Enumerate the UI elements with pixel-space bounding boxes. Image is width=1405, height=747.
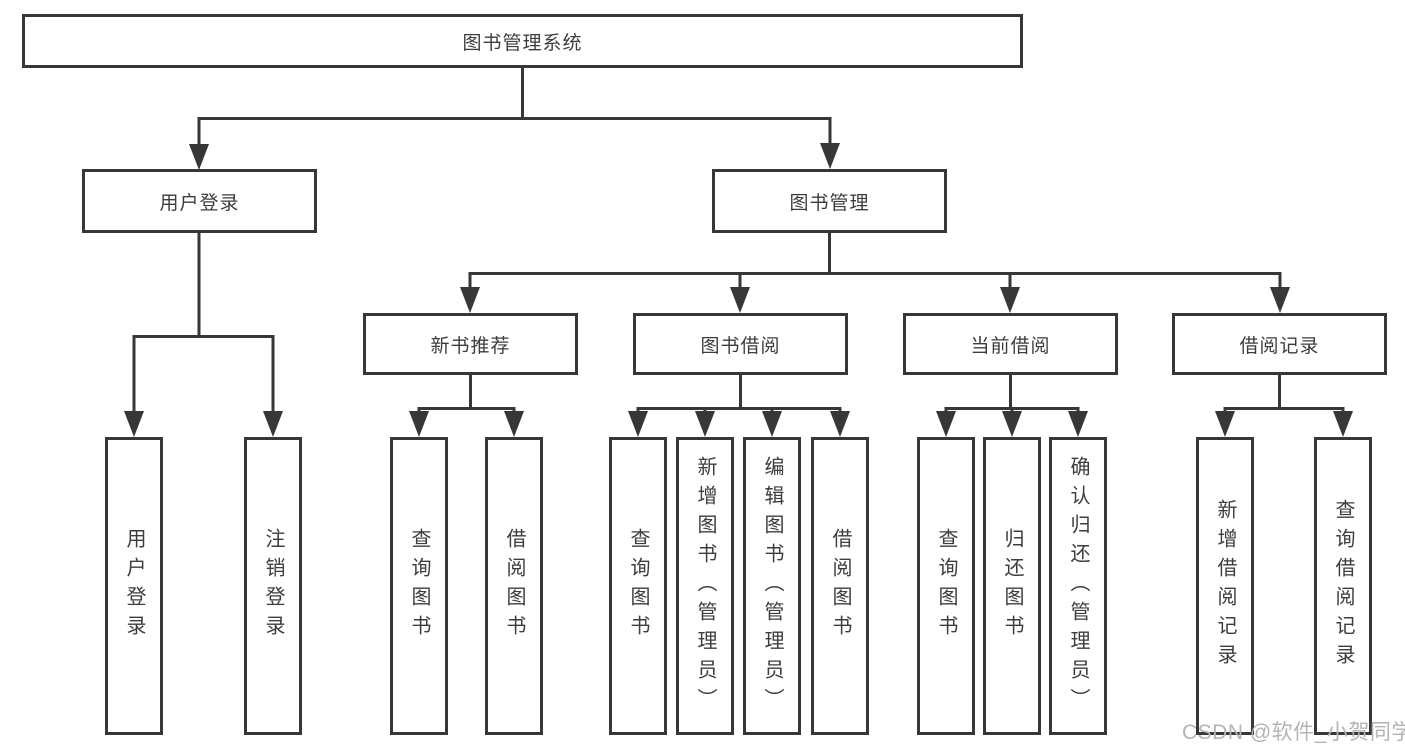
leaf-borrow-edit-books-admin: 编辑图书（管理员） xyxy=(743,437,801,735)
leaf-current-query-books: 查询图书 xyxy=(917,437,975,735)
node-library-management-system: 图书管理系统 xyxy=(22,14,1023,68)
leaf-user-login: 用户登录 xyxy=(105,437,163,735)
leaf-records-add-borrow-record: 新增借阅记录 xyxy=(1196,437,1254,735)
leaf-borrow-add-books-admin: 新增图书（管理员） xyxy=(676,437,734,735)
node-book-management: 图书管理 xyxy=(712,169,947,233)
leaf-current-confirm-return-admin: 确认归还（管理员） xyxy=(1049,437,1107,735)
node-current-borrowing: 当前借阅 xyxy=(903,313,1118,375)
node-book-borrowing: 图书借阅 xyxy=(633,313,848,375)
leaf-newbooks-borrow-books: 借阅图书 xyxy=(485,437,543,735)
leaf-newbooks-query-books: 查询图书 xyxy=(390,437,448,735)
leaf-logout: 注销登录 xyxy=(244,437,302,735)
node-new-book-recommendation: 新书推荐 xyxy=(363,313,578,375)
leaf-borrow-borrow-books: 借阅图书 xyxy=(811,437,869,735)
csdn-watermark: CSDN @软件_小贺同学 xyxy=(1182,721,1405,744)
leaf-borrow-query-books: 查询图书 xyxy=(609,437,667,735)
node-borrowing-records: 借阅记录 xyxy=(1172,313,1387,375)
leaf-records-query-borrow-record: 查询借阅记录 xyxy=(1314,437,1372,735)
node-user-login: 用户登录 xyxy=(82,169,317,233)
leaf-current-return-books: 归还图书 xyxy=(983,437,1041,735)
